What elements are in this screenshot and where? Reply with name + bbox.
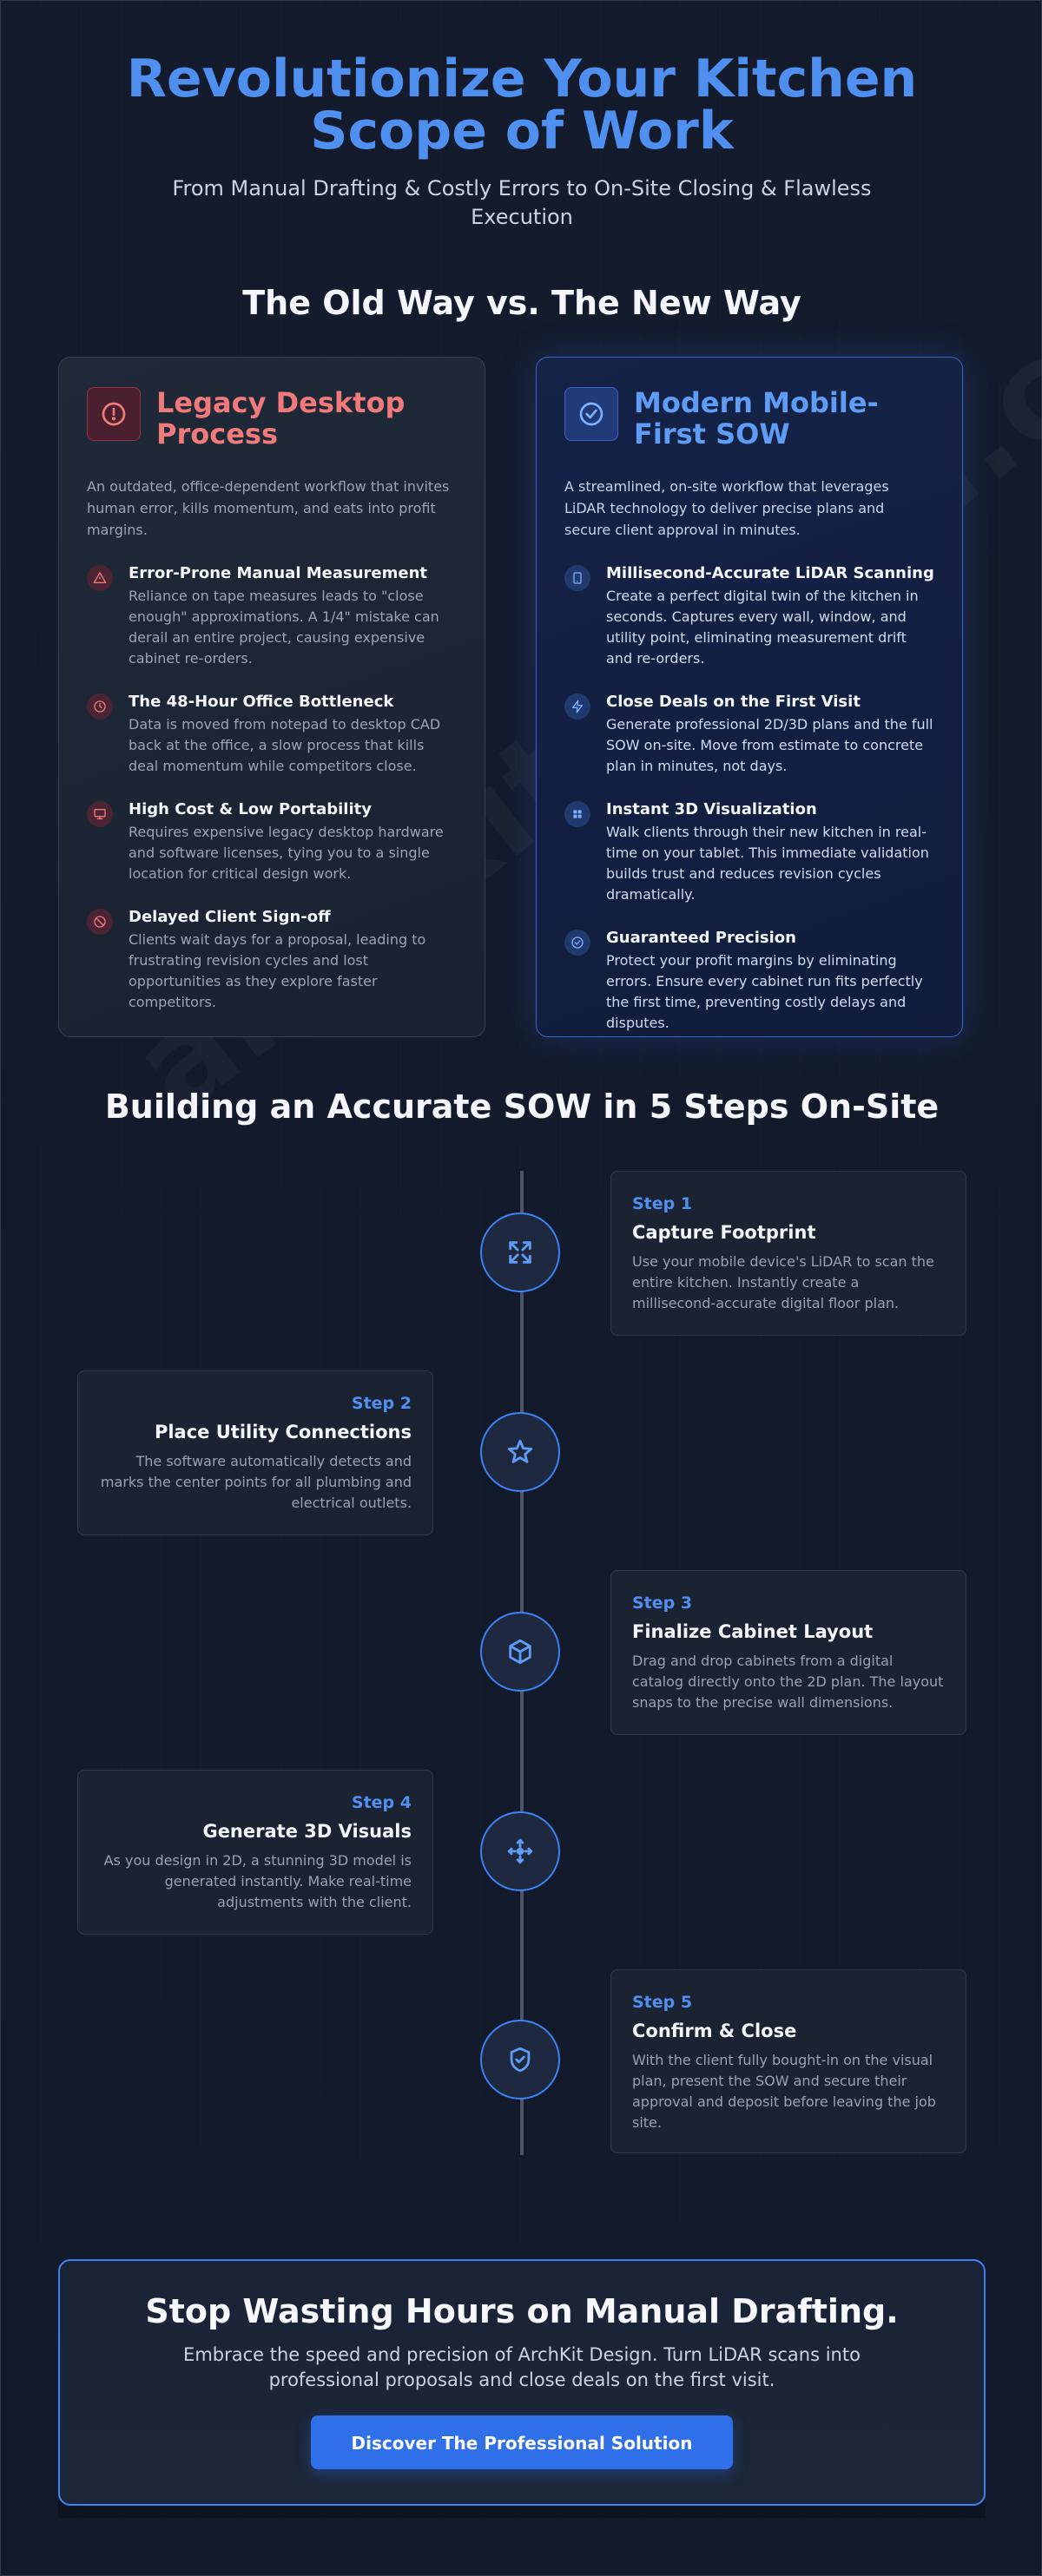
step-number: Step 4: [351, 1793, 412, 1812]
step-number: Step 3: [632, 1594, 693, 1613]
grid-icon: [564, 801, 590, 827]
item-title: High Cost & Low Portability: [129, 800, 372, 818]
badge-check-icon: [564, 930, 590, 956]
step-card-4: Step 4 Generate 3D Visuals As you design…: [77, 1770, 433, 1935]
modern-sow-card: Modern Mobile-First SOW A streamlined, o…: [536, 357, 963, 1037]
ban-icon: [87, 909, 113, 935]
steps-heading: Building an Accurate SOW in 5 Steps On-S…: [104, 1088, 940, 1126]
warning-triangle-icon: [87, 565, 113, 591]
move-arrows-icon: [480, 1811, 560, 1891]
item-text: Reliance on tape measures leads to "clos…: [129, 588, 439, 667]
item-title: Close Deals on the First Visit: [606, 693, 861, 711]
card-description: A streamlined, on-site workflow that lev…: [564, 478, 889, 538]
list-item: Instant 3D Visualization Walk clients th…: [564, 799, 934, 905]
scan-expand-icon: [480, 1212, 560, 1292]
list-item: Guaranteed Precision Protect your profit…: [564, 928, 934, 1034]
item-title: Instant 3D Visualization: [606, 800, 817, 818]
step-title: Capture Footprint: [632, 1222, 816, 1243]
step-card-3: Step 3 Finalize Cabinet Layout Drag and …: [610, 1570, 966, 1735]
tablet-icon: [564, 565, 590, 591]
card-title: Legacy Desktop Process: [156, 386, 406, 450]
step-number: Step 5: [632, 1993, 693, 2012]
hero-subtitle: From Manual Drafting & Costly Errors to …: [172, 176, 872, 229]
cta-title: Stop Wasting Hours on Manual Drafting.: [145, 2292, 899, 2330]
step-title: Finalize Cabinet Layout: [632, 1621, 874, 1642]
step-text: Drag and drop cabinets from a digital ca…: [632, 1653, 944, 1711]
step-number: Step 1: [632, 1194, 693, 1213]
item-title: Guaranteed Precision: [606, 929, 796, 947]
card-title: Modern Mobile-First SOW: [634, 386, 879, 450]
item-title: Error-Prone Manual Measurement: [129, 564, 428, 582]
hero-title: Revolutionize Your Kitchen Scope of Work: [126, 49, 918, 161]
step-text: The software automatically detects and m…: [100, 1453, 412, 1511]
item-text: Clients wait days for a proposal, leadin…: [129, 931, 426, 1010]
step-title: Confirm & Close: [632, 2021, 797, 2041]
list-item: Delayed Client Sign-off Clients wait day…: [87, 907, 457, 1013]
clock-icon: [87, 693, 113, 720]
item-text: Data is moved from notepad to desktop CA…: [129, 716, 441, 774]
item-text: Generate professional 2D/3D plans and th…: [606, 716, 933, 774]
list-item: The 48-Hour Office Bottleneck Data is mo…: [87, 692, 457, 777]
item-title: Millisecond-Accurate LiDAR Scanning: [606, 564, 934, 582]
cta-panel: Stop Wasting Hours on Manual Drafting. E…: [58, 2259, 986, 2506]
cta-text: Embrace the speed and precision of ArchK…: [183, 2344, 861, 2390]
item-text: Walk clients through their new kitchen i…: [606, 824, 929, 903]
step-text: With the client fully bought-in on the v…: [632, 2052, 936, 2131]
item-title: The 48-Hour Office Bottleneck: [129, 693, 394, 711]
check-circle-icon: [564, 387, 618, 441]
monitor-icon: [87, 801, 113, 827]
item-text: Requires expensive legacy desktop hardwa…: [129, 824, 444, 882]
list-item: Error-Prone Manual Measurement Reliance …: [87, 563, 457, 669]
alert-circle-icon: [87, 387, 141, 441]
step-text: Use your mobile device's LiDAR to scan t…: [632, 1253, 934, 1311]
step-card-1: Step 1 Capture Footprint Use your mobile…: [610, 1171, 966, 1336]
step-number: Step 2: [351, 1394, 412, 1413]
step-card-2: Step 2 Place Utility Connections The sof…: [77, 1370, 433, 1535]
step-title: Generate 3D Visuals: [202, 1821, 412, 1842]
step-text: As you design in 2D, a stunning 3D model…: [103, 1852, 412, 1910]
shield-check-icon: [480, 2020, 560, 2100]
card-description: An outdated, office-dependent workflow t…: [87, 478, 450, 538]
list-item: Millisecond-Accurate LiDAR Scanning Crea…: [564, 563, 934, 669]
discover-solution-button[interactable]: Discover The Professional Solution: [311, 2415, 733, 2469]
item-text: Protect your profit margins by eliminati…: [606, 952, 923, 1031]
step-title: Place Utility Connections: [154, 1422, 412, 1442]
list-item: Close Deals on the First Visit Generate …: [564, 692, 934, 777]
item-text: Create a perfect digital twin of the kit…: [606, 588, 919, 667]
lightning-icon: [564, 693, 590, 720]
step-card-5: Step 5 Confirm & Close With the client f…: [610, 1969, 966, 2153]
comparison-heading: The Old Way vs. The New Way: [242, 284, 801, 322]
star-icon: [480, 1412, 560, 1492]
legacy-process-card: Legacy Desktop Process An outdated, offi…: [58, 357, 485, 1037]
item-title: Delayed Client Sign-off: [129, 908, 331, 926]
cube-icon: [480, 1612, 560, 1692]
list-item: High Cost & Low Portability Requires exp…: [87, 799, 457, 884]
